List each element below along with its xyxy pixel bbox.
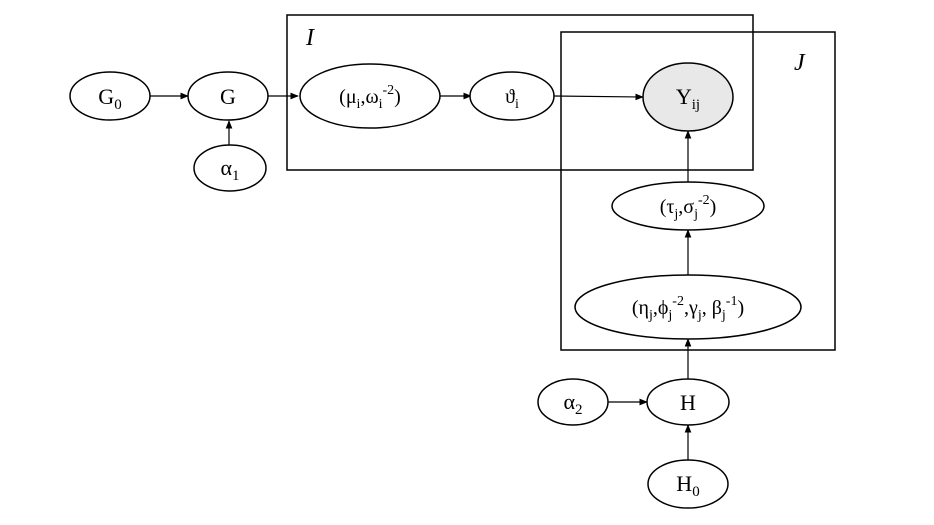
eta-open: (η xyxy=(632,297,649,319)
h0-sub: 0 xyxy=(692,484,700,500)
node-mu-omega: (μi,ωi-2) xyxy=(299,63,441,129)
mu-omega-mid: ,ω xyxy=(360,86,378,108)
node-alpha1: α1 xyxy=(193,144,267,192)
gamma-sub: j xyxy=(697,308,702,323)
phi-sub: j xyxy=(667,308,672,323)
y-base: Y xyxy=(676,84,692,109)
svg-text:Yij: Yij xyxy=(676,84,700,113)
mu-sub: i xyxy=(357,97,361,112)
y-sub: ij xyxy=(692,97,700,113)
node-theta: ϑi xyxy=(469,71,555,121)
eta-close: ) xyxy=(737,297,744,319)
svg-text:α1: α1 xyxy=(220,155,239,184)
theta-base: ϑ xyxy=(505,86,515,108)
sigma-sub: j xyxy=(693,207,698,222)
node-alpha2: α2 xyxy=(537,378,609,426)
node-tau-sigma: (τj,σj-2) xyxy=(611,181,765,231)
beta-sub: j xyxy=(721,308,726,323)
node-eta-phi-gamma-beta: (ηj,ϕj-2,γj, βj-1) xyxy=(574,274,802,340)
alpha2-base: α xyxy=(563,389,575,414)
beta-text: , β xyxy=(702,297,722,319)
omega-sub: i xyxy=(379,97,383,112)
node-h0: H0 xyxy=(647,459,729,509)
tau-sub: j xyxy=(673,207,678,222)
tau-sigma-open: (τ xyxy=(660,196,675,218)
beta-sup: -1 xyxy=(726,294,738,309)
svg-text:G0: G0 xyxy=(98,84,121,113)
h0-base: H xyxy=(676,471,692,496)
svg-text:α2: α2 xyxy=(563,389,582,418)
node-g: G xyxy=(187,71,269,121)
svg-text:ϑi: ϑi xyxy=(505,86,519,112)
phi-text: ,ϕ xyxy=(653,297,669,319)
tau-sigma-mid: ,σ xyxy=(678,196,694,218)
svg-text:(μi,ωi-2): (μi,ωi-2) xyxy=(339,83,401,112)
gamma-text: ,γ xyxy=(684,297,698,319)
node-y-observed: Yij xyxy=(642,62,734,132)
phi-sup: -2 xyxy=(672,294,684,309)
tau-sigma-close: ) xyxy=(710,196,717,218)
mu-omega-close: ) xyxy=(394,86,401,108)
g0-sub: 0 xyxy=(114,97,122,113)
g0-base: G xyxy=(98,84,114,109)
omega-sup: -2 xyxy=(383,83,395,98)
mu-omega-open: (μ xyxy=(339,86,356,108)
alpha1-sub: 1 xyxy=(232,168,240,184)
plate-i-label: I xyxy=(305,25,315,51)
plate-i xyxy=(286,14,754,171)
g-label: G xyxy=(220,84,236,109)
eta-sub: j xyxy=(648,308,653,323)
plate-j-label: J xyxy=(794,50,806,76)
node-h: H xyxy=(646,378,730,426)
sigma-sup: -2 xyxy=(698,193,710,208)
edge-theta-y xyxy=(553,93,644,101)
svg-text:(ηj,ϕj-2,γj, βj-1): (ηj,ϕj-2,γj, βj-1) xyxy=(632,294,744,323)
alpha1-base: α xyxy=(220,155,232,180)
plate-j xyxy=(560,31,836,351)
theta-sub: i xyxy=(515,97,519,112)
svg-text:(τj,σj-2): (τj,σj-2) xyxy=(660,193,717,222)
alpha2-sub: 2 xyxy=(575,402,583,418)
svg-text:H0: H0 xyxy=(676,471,699,500)
node-g0: G0 xyxy=(69,71,151,121)
h-label: H xyxy=(680,390,696,415)
